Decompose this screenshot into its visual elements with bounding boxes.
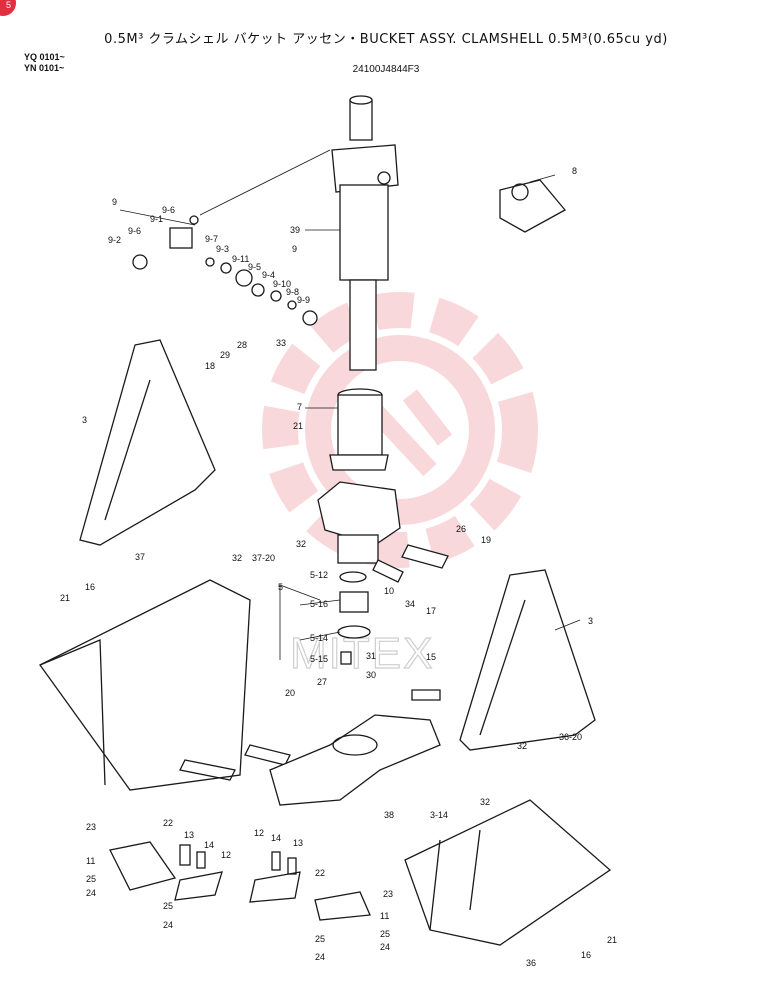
callout-25-right-b: 25	[380, 929, 390, 939]
callout-14-right: 14	[271, 833, 281, 843]
left-arm-link	[79, 339, 216, 546]
callout-16-right: 16	[581, 950, 591, 960]
swivel-housing	[317, 481, 401, 665]
callout-9-9: 9-9	[297, 295, 310, 305]
callout-16-left: 16	[85, 582, 95, 592]
callout-29: 29	[220, 350, 230, 360]
callout-21-left: 21	[60, 593, 70, 603]
callout-9-4: 9-4	[262, 270, 275, 280]
callout-32-bucket: 32	[232, 553, 242, 563]
callout-37-20: 37-20	[252, 553, 275, 563]
serial-range: YQ 0101~ YN 0101~	[24, 52, 65, 74]
hydraulic-cylinder	[331, 95, 399, 371]
callout-37: 37	[135, 552, 145, 562]
callout-25-left-b: 25	[163, 901, 173, 911]
callout-9-1: 9-1	[150, 214, 163, 224]
callout-34: 34	[405, 599, 415, 609]
callout-9-2: 9-2	[108, 235, 121, 245]
callout-30: 30	[366, 670, 376, 680]
leader-lines	[119, 149, 581, 660]
callout-39: 39	[290, 225, 300, 235]
callout-32-center: 32	[296, 539, 306, 549]
callout-25-right-a: 25	[315, 934, 325, 944]
callout-24-left-a: 24	[86, 888, 96, 898]
callout-9-6b: 9-6	[128, 226, 141, 236]
right-teeth-set	[249, 851, 371, 921]
callout-28: 28	[237, 340, 247, 350]
callout-5-15: 5-15	[310, 654, 328, 664]
callout-36: 36	[526, 958, 536, 968]
serial-line-1: YQ 0101~	[24, 52, 65, 62]
callout-labels: 8 9 9-6 9-1 9-6 9-2 9-7 9-3 9-11 9 9-5 9…	[60, 166, 617, 968]
left-teeth-set	[109, 841, 223, 901]
callout-5-12: 5-12	[310, 570, 328, 580]
callout-36-20: 36-20	[559, 732, 582, 742]
diagram-title: 0.5M³ クラムシェル バケット アッセン・BUCKET ASSY. CLAM…	[104, 32, 668, 47]
callout-24-right-b: 24	[380, 942, 390, 952]
callout-27: 27	[317, 677, 327, 687]
corner-logo-badge: 5	[0, 0, 16, 16]
callout-5: 5	[278, 582, 283, 592]
callout-9-7: 9-7	[205, 234, 218, 244]
callout-38: 38	[384, 810, 394, 820]
callout-23-left: 23	[86, 822, 96, 832]
callout-17: 17	[426, 606, 436, 616]
pin-bracket	[499, 179, 567, 233]
callout-9b: 9	[292, 244, 297, 254]
callout-11-right: 11	[380, 911, 389, 921]
callout-32-lower: 32	[480, 797, 490, 807]
callout-8: 8	[572, 166, 577, 176]
callout-3-left: 3	[82, 415, 87, 425]
callout-15: 15	[426, 652, 436, 662]
callout-9-5: 9-5	[248, 262, 261, 272]
callout-9-10: 9-10	[273, 279, 291, 289]
left-bucket-shell	[39, 579, 291, 791]
callout-3-14: 3-14	[430, 810, 448, 820]
callout-3-right: 3	[588, 616, 593, 626]
callout-11-left: 11	[86, 856, 95, 866]
link-pins	[372, 544, 449, 701]
callout-7: 7	[297, 402, 302, 412]
crosshead-frame	[269, 714, 441, 806]
callout-9-6: 9-6	[162, 205, 175, 215]
callout-20: 20	[285, 688, 295, 698]
callout-26: 26	[456, 524, 466, 534]
callout-19: 19	[481, 535, 491, 545]
callout-25-left-a: 25	[86, 874, 96, 884]
callout-21-top: 21	[293, 421, 303, 431]
callout-24-right-a: 24	[315, 952, 325, 962]
callout-10: 10	[384, 586, 394, 596]
parts-drawing	[39, 95, 612, 946]
guide-tube	[329, 388, 389, 471]
callout-22-left: 22	[163, 818, 173, 828]
callout-9-3: 9-3	[216, 244, 229, 254]
callout-18: 18	[205, 361, 215, 371]
callout-12-left: 12	[221, 850, 231, 860]
callout-14-left: 14	[204, 840, 214, 850]
callout-33: 33	[276, 338, 286, 348]
callout-13-right: 13	[293, 838, 303, 848]
callout-12-right: 12	[254, 828, 264, 838]
watermark-gear-icon	[262, 292, 538, 568]
callout-21-right: 21	[607, 935, 617, 945]
callout-9-8: 9-8	[286, 287, 299, 297]
callout-32-right: 32	[517, 741, 527, 751]
fitting-assembly	[132, 215, 318, 326]
callout-23-right: 23	[383, 889, 393, 899]
callout-31: 31	[366, 651, 376, 661]
part-number: 24100J4844F3	[352, 64, 420, 75]
callout-5-14: 5-14	[310, 633, 328, 643]
callout-22-right: 22	[315, 868, 325, 878]
callout-9-11: 9-11	[232, 254, 249, 264]
callout-9: 9	[112, 197, 117, 207]
right-bucket-shell	[404, 799, 612, 946]
callout-5-16: 5-16	[310, 599, 328, 609]
serial-line-2: YN 0101~	[24, 63, 65, 73]
callout-13-left: 13	[184, 830, 194, 840]
right-arm-link	[459, 569, 596, 751]
callout-24-left-b: 24	[163, 920, 173, 930]
